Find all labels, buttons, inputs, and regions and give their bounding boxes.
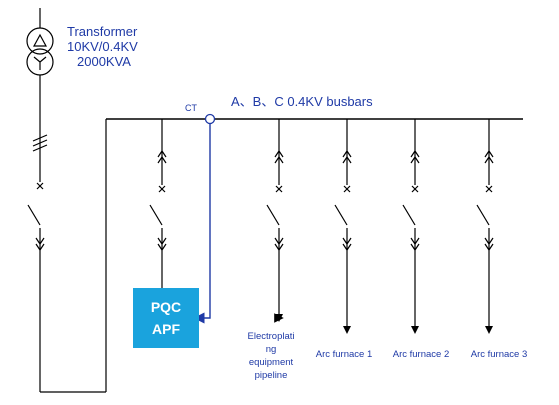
- load-label-arc-furnace-1: Arc furnace 1: [316, 349, 373, 360]
- arrow-arc-furnace-2: [411, 326, 419, 334]
- incoming-feeder: [27, 75, 107, 393]
- arrow-arc-furnace-1: [343, 326, 351, 334]
- load-feeder-arc-furnace-1: [334, 119, 352, 330]
- load-feeder-electroplating: [266, 119, 284, 318]
- load-feeder-arc-furnace-3: [476, 119, 494, 330]
- apf-label: APF: [152, 321, 180, 337]
- load-label-electroplating: Electroplati ng equipment pipeline: [248, 331, 295, 381]
- transformer-symbol: [26, 8, 54, 76]
- busbar-label: A、B、C 0.4KV busbars: [231, 94, 373, 109]
- transformer-voltage: 10KV/0.4KV: [67, 39, 138, 54]
- pqc-label: PQC: [151, 299, 181, 315]
- ct-label: CT: [185, 103, 197, 113]
- load-feeder-arc-furnace-2: [402, 119, 420, 330]
- transformer-rating: 2000KVA: [77, 54, 131, 69]
- arrow-arc-furnace-3: [485, 326, 493, 334]
- transformer-title: Transformer: [67, 24, 138, 39]
- load-label-line: Electroplati: [248, 331, 295, 342]
- pqc-apf-box: [133, 288, 199, 348]
- arrow-electroplating: [275, 314, 283, 322]
- load-label-line: pipeline: [255, 370, 288, 381]
- ct-symbol: [204, 113, 216, 125]
- load-label-line: ng: [266, 344, 277, 355]
- pqc-feeder: [149, 119, 167, 288]
- load-label-line: equipment: [249, 357, 294, 368]
- load-label-arc-furnace-3: Arc furnace 3: [471, 349, 528, 360]
- ct-signal-wire: [193, 123, 211, 324]
- load-label-arc-furnace-2: Arc furnace 2: [393, 349, 450, 360]
